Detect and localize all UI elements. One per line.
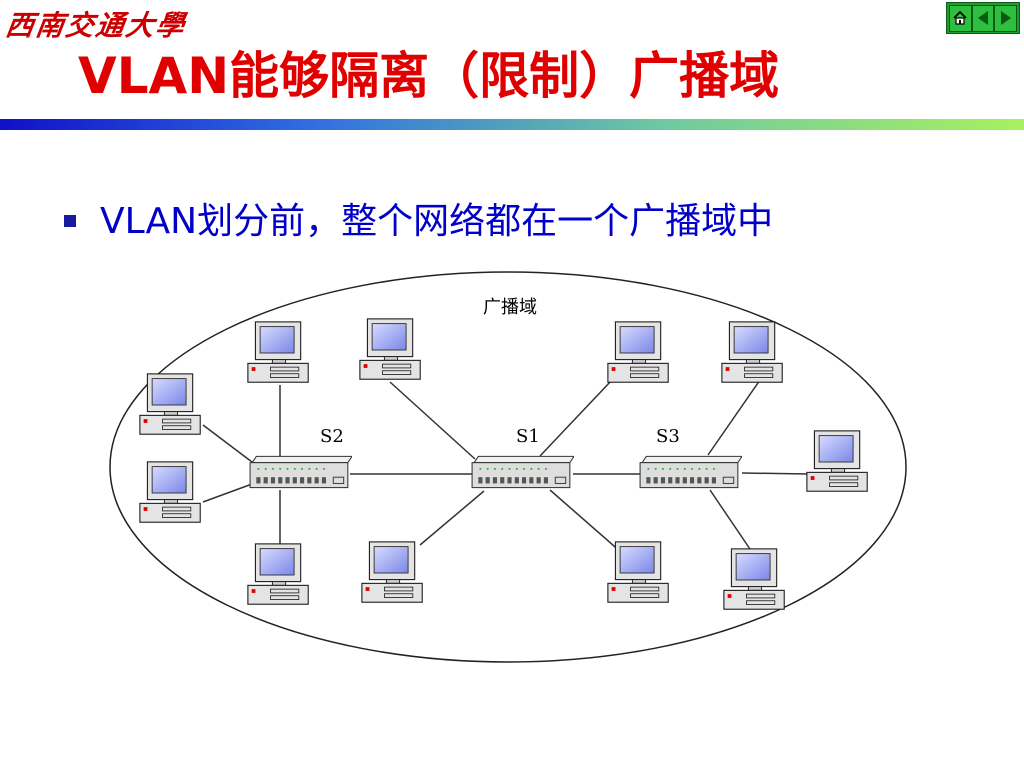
title-gradient-bar: [0, 119, 1024, 130]
pc-computer: [721, 321, 783, 383]
slide-nav: [946, 2, 1020, 34]
pc-computer: [361, 541, 423, 603]
pc-computer: [723, 548, 785, 610]
pc-computer: [806, 430, 868, 492]
switch-s3: [639, 455, 742, 489]
pc-computer: [139, 373, 201, 435]
arrow-right-icon: [1000, 11, 1011, 25]
pc-computer: [607, 541, 669, 603]
broadcast-domain-label: 广播域: [483, 297, 537, 318]
broadcast-domain-ellipse: [109, 271, 907, 663]
switch-s1: [471, 455, 574, 489]
switch-label-s2: S2: [320, 426, 344, 447]
switch-s2: [249, 455, 352, 489]
slide-title: VLAN能够隔离（限制）广播域: [78, 47, 780, 105]
bullet-item: VLAN划分前，整个网络都在一个广播域中: [64, 192, 773, 244]
bullet-text: VLAN划分前，整个网络都在一个广播域中: [100, 201, 774, 242]
bullet-marker: [64, 215, 76, 227]
next-button[interactable]: [994, 4, 1018, 32]
pc-computer: [607, 321, 669, 383]
home-icon: [953, 10, 967, 25]
pc-computer: [247, 543, 309, 605]
pc-computer: [247, 321, 309, 383]
switch-label-s1: S1: [516, 426, 540, 447]
prev-button[interactable]: [971, 4, 995, 32]
arrow-left-icon: [978, 11, 988, 25]
home-button[interactable]: [949, 4, 972, 32]
network-links: [202, 379, 809, 554]
pc-computer: [359, 318, 421, 380]
switch-label-s3: S3: [656, 426, 680, 447]
pc-computer: [139, 461, 201, 523]
